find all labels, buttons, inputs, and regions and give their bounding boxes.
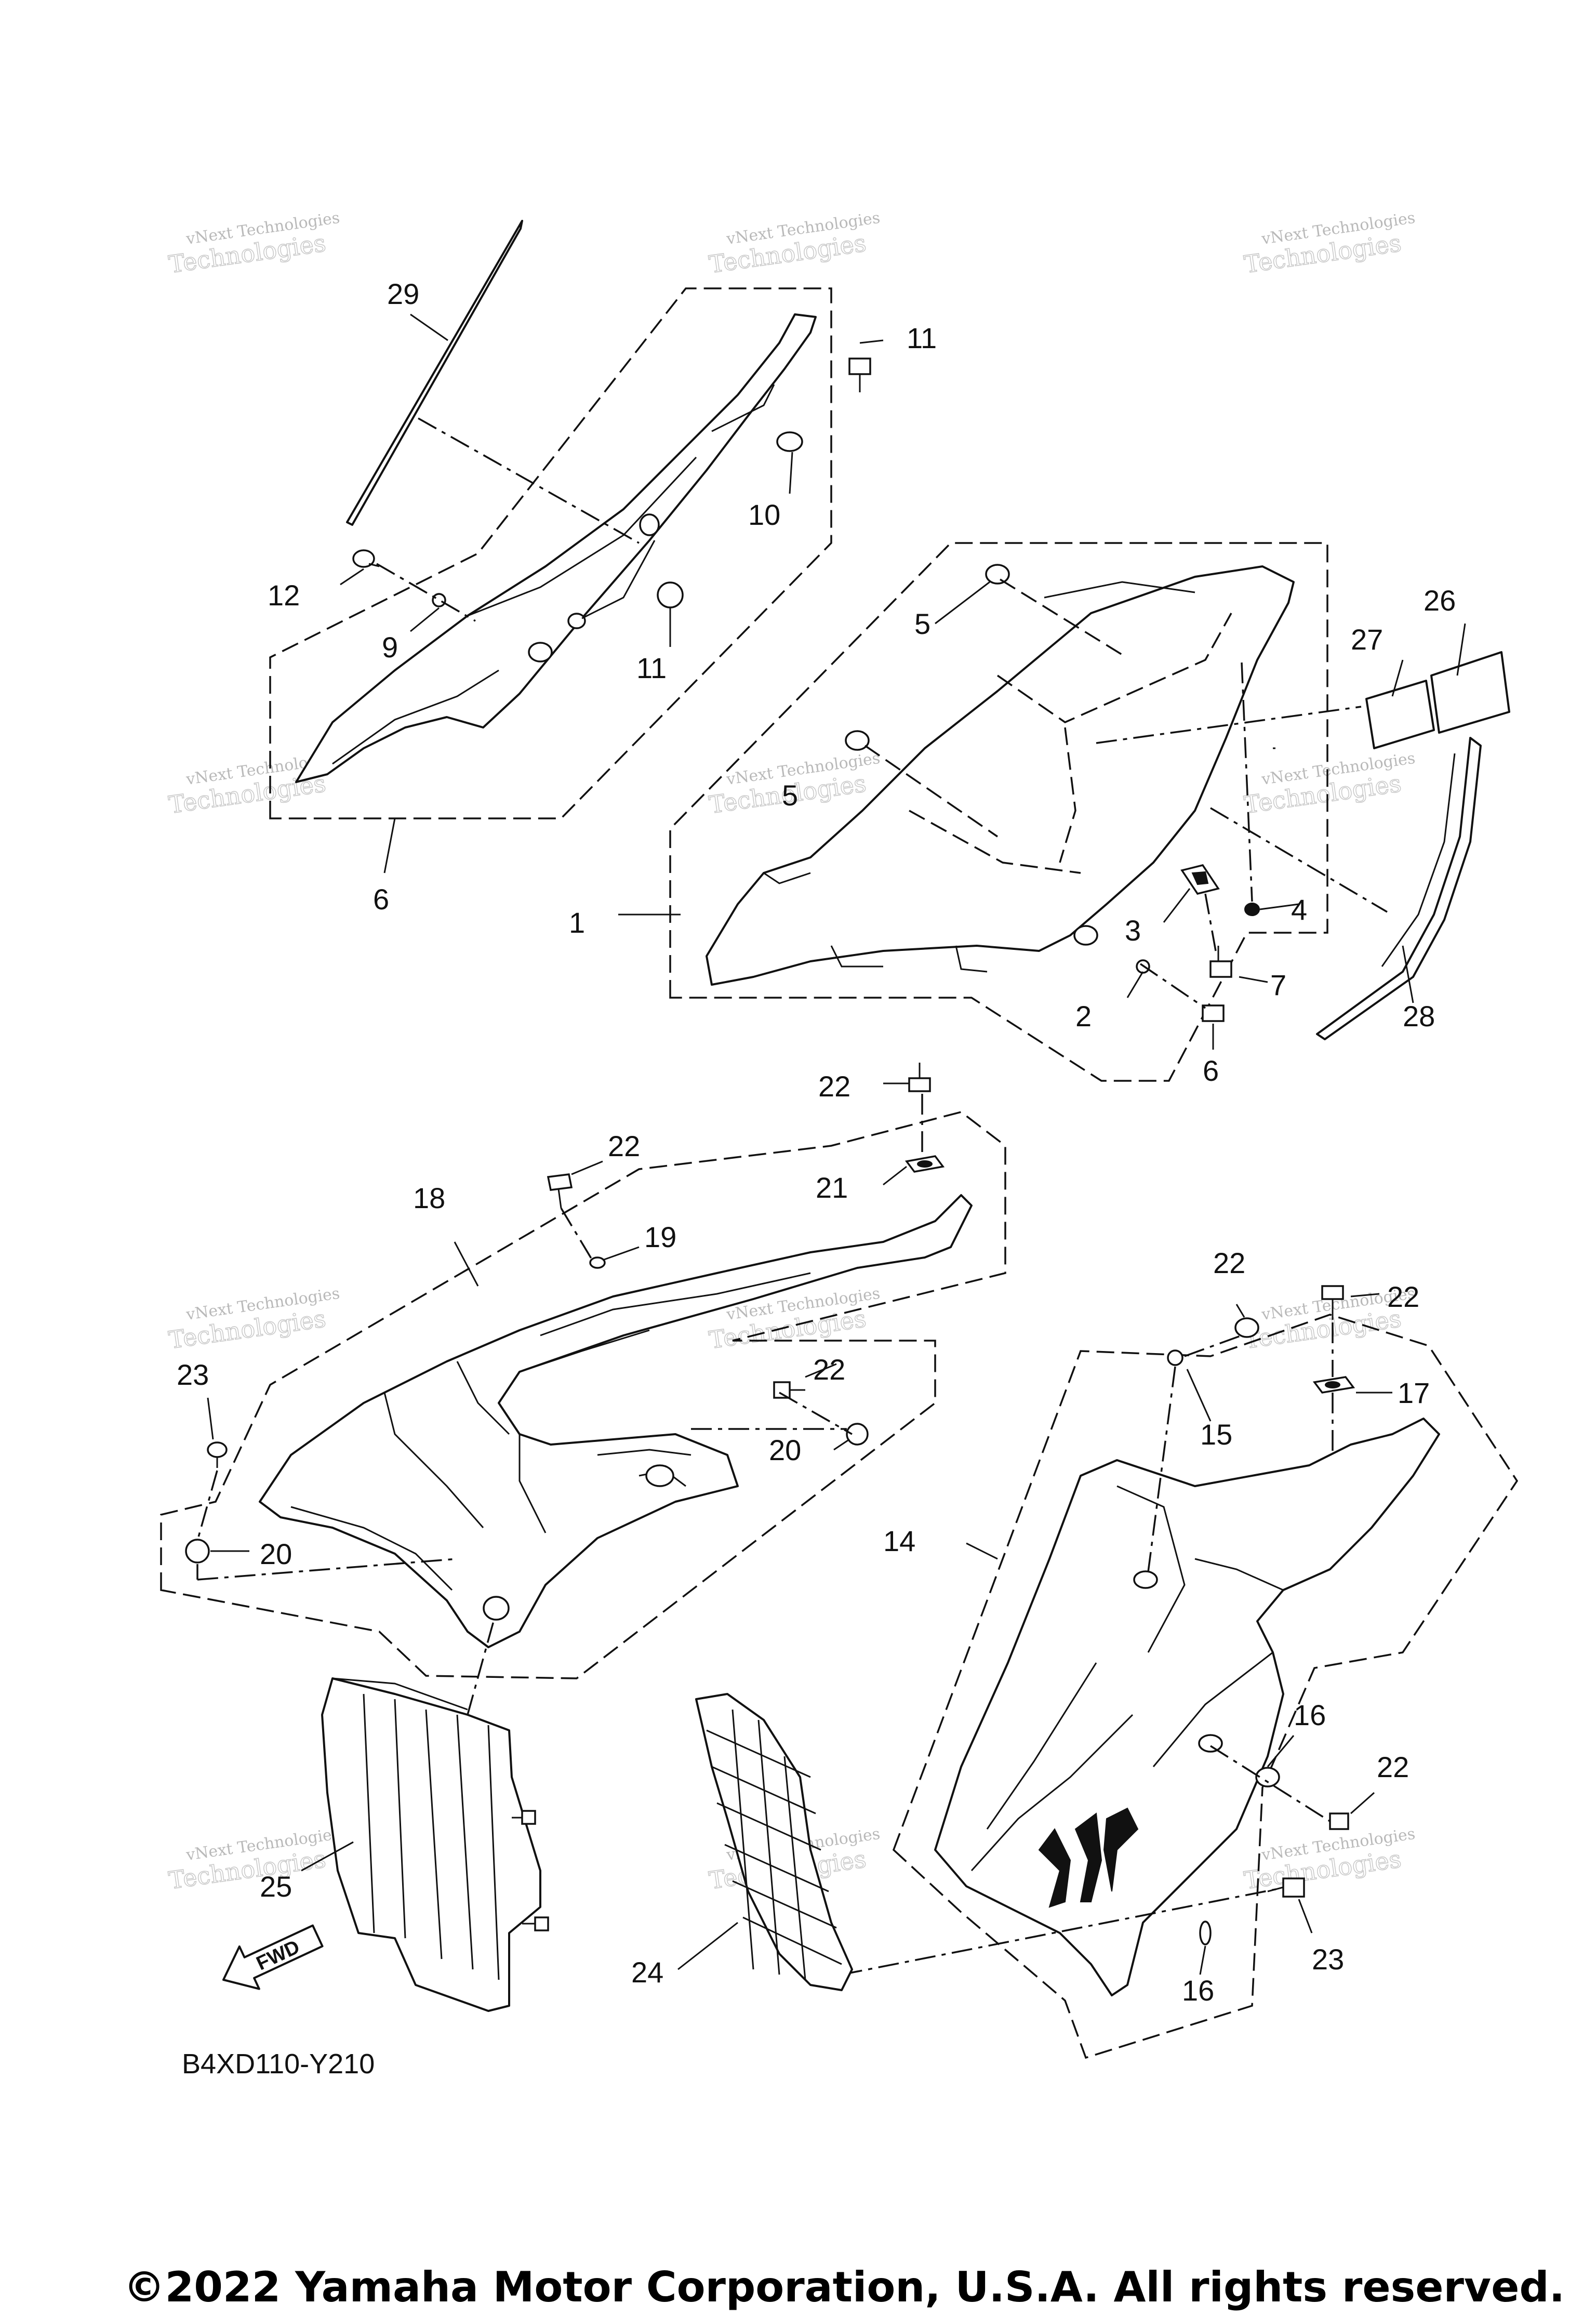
callout-18: 18 xyxy=(413,1182,445,1214)
callout-1: 1 xyxy=(569,906,585,939)
callout-4: 4 xyxy=(1291,893,1307,926)
callout-22-d: 22 xyxy=(1213,1247,1245,1279)
guard-bolt xyxy=(512,1810,536,1825)
collar-16-lower xyxy=(1199,1921,1212,1945)
bolt-22-a xyxy=(547,1173,573,1209)
group-boundary xyxy=(269,287,832,819)
callout-16-lower: 16 xyxy=(1182,1974,1214,2007)
callout-20-right: 20 xyxy=(769,1434,801,1466)
nut-17 xyxy=(1312,1376,1355,1394)
claw-graphic xyxy=(1038,1807,1139,1908)
forward-direction-arrow: FWD xyxy=(222,1924,324,1990)
bolt-12 xyxy=(352,549,380,568)
nut-21 xyxy=(905,1155,945,1173)
grommet-5-mid xyxy=(845,730,870,751)
grommet-16-upper xyxy=(1255,1767,1280,1788)
emblem-27-part xyxy=(1365,680,1435,749)
callout-23-left: 23 xyxy=(177,1358,209,1391)
bolt-22-right xyxy=(1321,1285,1344,1320)
callout-2: 2 xyxy=(1075,1000,1092,1032)
emblem-28-part xyxy=(1316,737,1482,1040)
callout-labels: 29 11 10 12 9 11 6 5 5 1 3 4 7 2 6 27 26… xyxy=(177,277,1456,2007)
group-boundary xyxy=(892,1314,1519,2059)
group-boundary xyxy=(669,542,1328,1082)
callout-16-upper: 16 xyxy=(1294,1699,1326,1731)
callout-22-e: 22 xyxy=(1387,1280,1419,1313)
callout-8: 6 xyxy=(373,883,389,916)
group-boundary xyxy=(160,1111,1006,1679)
callout-10: 10 xyxy=(748,498,780,531)
callout-19: 19 xyxy=(644,1221,676,1253)
callout-13: 11 xyxy=(907,322,937,354)
guard-bolt xyxy=(522,1916,549,1931)
nut-22-top xyxy=(1234,1317,1259,1338)
side-cover-part xyxy=(295,313,817,783)
shroud-part xyxy=(934,1418,1440,1996)
bolt-22-b xyxy=(908,1063,931,1092)
copyright-notice: ©2022 Yamaha Motor Corporation, U.S.A. A… xyxy=(123,2263,1565,2311)
collar-9 xyxy=(432,593,446,607)
callout-20-left: 20 xyxy=(260,1538,292,1570)
radiator-guard-right-part xyxy=(695,1693,853,1991)
bolt-23-right xyxy=(1267,1877,1305,1898)
nut-4 xyxy=(1244,903,1260,916)
callout-14: 14 xyxy=(883,1525,915,1557)
grommet-5-top xyxy=(985,564,1010,585)
grommet-11 xyxy=(657,581,684,608)
emblem-26-part xyxy=(1430,651,1510,734)
callout-5-mid: 5 xyxy=(782,779,798,812)
callout-3: 3 xyxy=(1125,914,1141,947)
callout-22-a: 22 xyxy=(818,1070,850,1103)
callout-22-f: 22 xyxy=(1377,1751,1409,1783)
grommet-10 xyxy=(776,431,803,452)
radiator-guard-left-part xyxy=(321,1677,541,2012)
collar-19 xyxy=(589,1256,606,1269)
callout-6: 6 xyxy=(1203,1054,1219,1087)
callout-22-b: 22 xyxy=(608,1130,640,1162)
callout-26: 26 xyxy=(1424,584,1456,617)
grommet-20-right xyxy=(846,1423,869,1446)
grommet-20-left xyxy=(185,1539,210,1564)
group-airbox-cover xyxy=(269,220,884,873)
callout-22-c: 22 xyxy=(813,1353,845,1386)
callout-5-top: 5 xyxy=(914,607,930,640)
bolt-7 xyxy=(1209,946,1232,978)
callout-9: 9 xyxy=(382,631,398,664)
bolt-13 xyxy=(848,358,871,392)
group-shroud-left xyxy=(160,1063,1006,1679)
callout-17: 17 xyxy=(1398,1376,1430,1409)
side-cover-part xyxy=(706,565,1295,986)
bolt-22-lower xyxy=(1329,1812,1349,1830)
bolt-23-left xyxy=(207,1441,228,1468)
collar-15 xyxy=(1167,1349,1183,1366)
callout-12: 12 xyxy=(268,579,300,612)
bolt-6 xyxy=(1202,1004,1225,1022)
nut-3 xyxy=(1180,864,1220,895)
group-radiator-guards xyxy=(301,1621,853,2012)
callout-21: 21 xyxy=(816,1171,848,1204)
callout-7: 7 xyxy=(1270,969,1286,1001)
part-code-label: B4XD110-Y210 xyxy=(182,2048,375,2080)
callout-15: 15 xyxy=(1200,1418,1232,1451)
bolt-22-c xyxy=(773,1381,805,1399)
emblem-strip-part xyxy=(346,220,523,526)
callout-23-right: 23 xyxy=(1312,1943,1344,1976)
callout-11: 11 xyxy=(636,652,667,684)
callout-27: 27 xyxy=(1351,623,1383,656)
group-side-cover xyxy=(618,542,1510,1082)
shroud-part xyxy=(259,1194,973,1648)
callout-28: 28 xyxy=(1403,1000,1435,1032)
callout-24: 24 xyxy=(631,1956,663,1989)
callout-25: 25 xyxy=(260,1870,292,1903)
group-shroud-right xyxy=(841,1285,1519,2059)
callout-29: 29 xyxy=(387,277,419,310)
fwd-arrow-shape xyxy=(222,1924,324,1990)
